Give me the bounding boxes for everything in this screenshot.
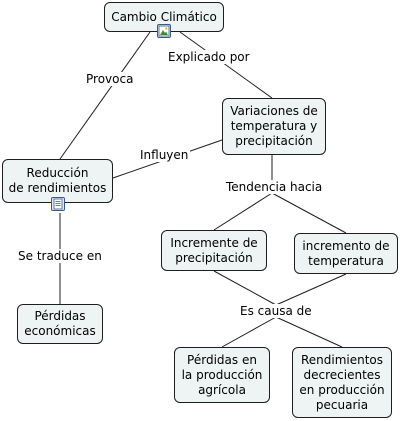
concept-incremento-temperatura[interactable]: incremento de temperatura [294,233,398,274]
concept-perdidas-economicas[interactable]: Pérdidas económicas [17,304,103,344]
image-resource-icon[interactable] [157,24,171,38]
link-label-es-causa-de: Es causa de [238,304,314,318]
document-resource-icon[interactable] [51,197,65,211]
concept-rendimientos-pecuaria[interactable]: Rendimientos decrecientes en producción … [292,347,392,418]
connector-es-causa-4 [275,316,343,348]
link-label-explicado-por: Explicado por [166,50,252,64]
connector-explicado-por [179,31,273,99]
connector-es-causa-1 [213,270,277,306]
connector-es-causa-3 [221,316,277,348]
concept-perdidas-agricola[interactable]: Pérdidas en la producción agrícola [174,347,270,403]
concept-variaciones[interactable]: Variaciones de temperatura y precipitaci… [222,98,326,155]
connector-es-causa-2 [275,273,347,306]
concept-reduccion-rendimientos[interactable]: Reducción de rendimientos [2,159,113,203]
concept-incremente-precipitacion[interactable]: Incremente de precipitación [161,230,267,271]
link-label-provoca: Provoca [84,72,136,86]
link-label-se-traduce-en: Se traduce en [16,249,104,263]
link-label-tendencia-hacia: Tendencia hacia [224,180,325,194]
connector-tendencia-3 [271,192,347,234]
connector-tendencia-2 [213,192,273,231]
link-label-influyen: Influyen [138,148,191,162]
connector-provoca [59,31,151,160]
